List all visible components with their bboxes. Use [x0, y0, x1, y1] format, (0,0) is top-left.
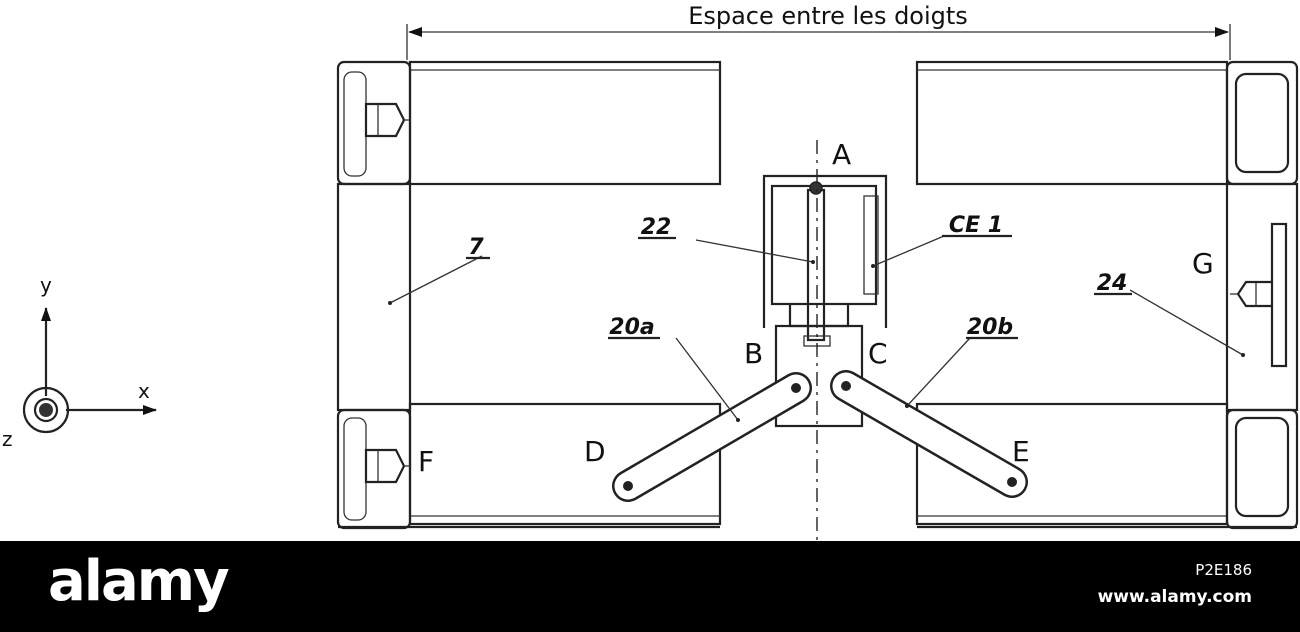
- leader-lines: [388, 235, 1245, 422]
- point-e-pin: [1007, 477, 1017, 487]
- label-point-c: C: [868, 337, 888, 370]
- label-part-20a: 20a: [609, 315, 654, 340]
- technical-drawing: Espace entre les doigts: [0, 0, 1300, 541]
- link-20b: [832, 372, 1026, 496]
- label-part-24: 24: [1097, 271, 1128, 296]
- label-part-20b: 20b: [967, 315, 1013, 340]
- point-c-pin: [841, 381, 851, 391]
- right-plunger: [1236, 280, 1272, 308]
- central-block: [774, 324, 864, 428]
- left-upper-plunger: [364, 102, 406, 138]
- right-upper-bar: [915, 60, 1229, 186]
- gripper-diagram-svg: Espace entre les doigts: [2, 2, 1299, 541]
- point-a-pin: [809, 181, 823, 195]
- label-part-7: 7: [468, 235, 484, 260]
- right-top-window: [1234, 72, 1290, 174]
- links: [612, 370, 1028, 502]
- left-top-housing: [336, 60, 412, 186]
- left-lower-plunger: [364, 448, 406, 484]
- label-point-b: B: [744, 337, 763, 370]
- y-axis-label: y: [40, 273, 52, 297]
- watermark-footer: alamy P2E186 www.alamy.com: [0, 541, 1300, 632]
- label-point-g: G: [1192, 247, 1214, 280]
- right-finger: [915, 60, 1299, 530]
- z-axis-dot: [39, 403, 53, 417]
- label-part-22: 22: [641, 215, 672, 240]
- right-bottom-window: [1234, 416, 1290, 518]
- left-bottom-housing: [336, 408, 412, 530]
- watermark-image-id: P2E186: [1195, 561, 1252, 579]
- link-20a: [614, 374, 810, 500]
- left-upper-bar: [408, 60, 722, 186]
- watermark-site: www.alamy.com: [1097, 587, 1252, 607]
- label-point-f: F: [418, 445, 434, 478]
- left-finger-plate: [336, 182, 412, 412]
- point-d-pin: [623, 481, 633, 491]
- x-axis-label: x: [138, 379, 150, 403]
- finger-spacing-dimension: Espace entre les doigts: [406, 2, 1231, 60]
- z-axis-circle: [22, 386, 70, 434]
- cylinder-housing: [762, 174, 888, 328]
- left-finger: [336, 60, 722, 530]
- watermark-brand-logo: alamy: [48, 549, 230, 614]
- label-point-d: D: [584, 435, 606, 468]
- label-point-a: A: [832, 138, 851, 171]
- coordinate-axes: y x z: [2, 273, 157, 451]
- z-axis-label: z: [2, 427, 13, 451]
- central-cylinder: [762, 140, 888, 541]
- label-point-e: E: [1012, 435, 1030, 468]
- label-part-ce1: CE 1: [949, 213, 1003, 238]
- cylinder-rod: [806, 188, 826, 342]
- dimension-label: Espace entre les doigts: [688, 2, 968, 30]
- right-spring-plate: [1270, 222, 1288, 368]
- point-b-pin: [791, 383, 801, 393]
- right-top-housing: [1225, 60, 1299, 186]
